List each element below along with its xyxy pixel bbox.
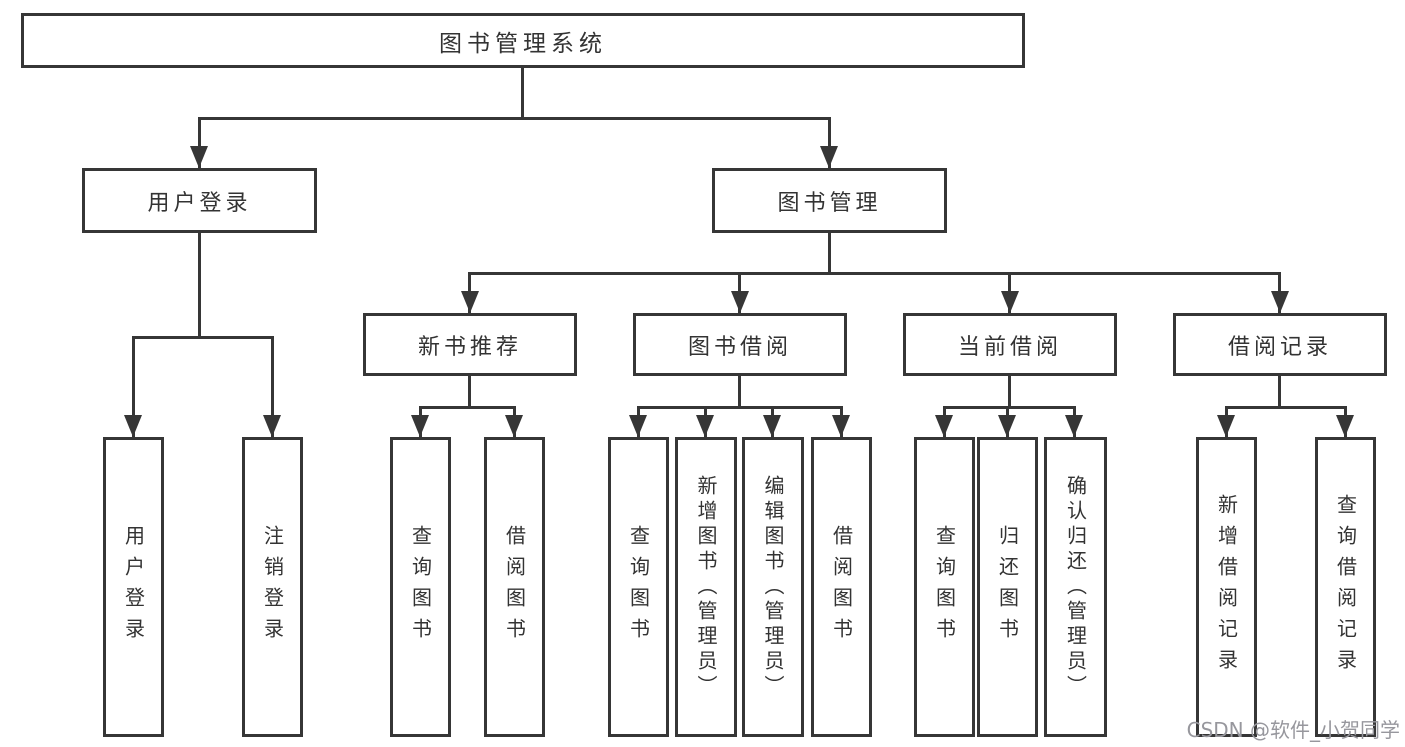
node-root-library-system: 图书管理系统: [21, 13, 1025, 68]
node-label: 查询图书: [408, 525, 433, 649]
node-label: 借阅图书: [829, 525, 854, 649]
arrow-down-icon: [505, 415, 523, 437]
node-leaf-query-book-recommend: 查询图书: [390, 437, 451, 737]
connector-line-user-login-stem: [198, 233, 201, 336]
node-leaf-query-borrow-record: 查询借阅记录: [1315, 437, 1376, 737]
node-leaf-user-login: 用户登录: [103, 437, 164, 737]
arrow-down-icon: [629, 415, 647, 437]
node-leaf-confirm-return-admin: 确认归还（管理员）: [1044, 437, 1107, 737]
node-book-management: 图书管理: [712, 168, 947, 233]
connector-line-drop-leaf-logout: [271, 336, 274, 437]
node-label: 查询借阅记录: [1333, 494, 1358, 680]
csdn-watermark: CSDN @软件_小贺同学: [1186, 718, 1400, 742]
arrow-down-icon: [935, 415, 953, 437]
node-label: 借阅图书: [502, 525, 527, 649]
node-leaf-edit-book-admin: 编辑图书（管理员）: [742, 437, 804, 737]
connector-line-book-borrow-branch: [637, 406, 843, 409]
connector-line-drop-leaf-user-login: [132, 336, 135, 437]
node-leaf-return-book: 归还图书: [977, 437, 1038, 737]
node-book-borrow: 图书借阅: [633, 313, 847, 376]
node-label: 当前借阅: [957, 334, 1062, 360]
node-leaf-query-book-borrow: 查询图书: [608, 437, 669, 737]
node-leaf-add-book-admin: 新增图书（管理员）: [675, 437, 737, 737]
arrow-down-icon: [1217, 415, 1235, 437]
arrow-down-icon: [820, 146, 838, 168]
node-leaf-add-borrow-record: 新增借阅记录: [1196, 437, 1257, 737]
connector-line-borrow-record-branch: [1225, 406, 1347, 409]
connector-line-new-book-recommend-stem: [468, 376, 471, 408]
node-leaf-query-book-current: 查询图书: [914, 437, 975, 737]
node-label: 查询图书: [626, 525, 651, 649]
node-label: 编辑图书（管理员）: [761, 474, 785, 700]
node-label: 注销登录: [260, 525, 285, 649]
node-borrow-record: 借阅记录: [1173, 313, 1387, 376]
node-new-book-recommend: 新书推荐: [363, 313, 577, 376]
node-label: 图书借阅: [687, 334, 792, 360]
connector-line-new-book-recommend-branch: [419, 406, 516, 409]
node-label: 查询图书: [932, 525, 957, 649]
connector-line-book-management-stem: [828, 233, 831, 272]
arrow-down-icon: [1271, 291, 1289, 313]
node-label: 图书管理: [777, 190, 882, 216]
connector-line-book-borrow-stem: [738, 376, 741, 408]
node-label: 归还图书: [995, 525, 1020, 649]
node-label: 新增借阅记录: [1214, 494, 1239, 680]
arrow-down-icon: [832, 415, 850, 437]
node-label: 图书管理系统: [439, 30, 607, 57]
connector-line-book-management-branch: [468, 272, 1281, 275]
arrow-down-icon: [461, 291, 479, 313]
connector-line-drop-user-login: [198, 117, 201, 168]
node-leaf-borrow-book: 借阅图书: [811, 437, 872, 737]
connector-line-borrow-record-stem: [1278, 376, 1281, 408]
node-leaf-logout: 注销登录: [242, 437, 303, 737]
node-label: 新增图书（管理员）: [694, 474, 718, 700]
arrow-down-icon: [190, 146, 208, 168]
arrow-down-icon: [411, 415, 429, 437]
connector-line-root-branch: [198, 117, 831, 120]
arrow-down-icon: [124, 415, 142, 437]
connector-line-user-login-branch: [132, 336, 274, 339]
node-leaf-borrow-book-recommend: 借阅图书: [484, 437, 545, 737]
arrow-down-icon: [1065, 415, 1083, 437]
arrow-down-icon: [763, 415, 781, 437]
arrow-down-icon: [263, 415, 281, 437]
connector-line-current-borrow-stem: [1008, 376, 1011, 408]
node-current-borrow: 当前借阅: [903, 313, 1117, 376]
node-label: 确认归还（管理员）: [1063, 474, 1088, 700]
node-label: 用户登录: [147, 190, 252, 216]
arrow-down-icon: [731, 291, 749, 313]
connector-line-root-stem: [521, 68, 524, 117]
arrow-down-icon: [696, 415, 714, 437]
arrow-down-icon: [1001, 291, 1019, 313]
connector-line-current-borrow-branch: [943, 406, 1076, 409]
node-label: 借阅记录: [1227, 334, 1332, 360]
arrow-down-icon: [998, 415, 1016, 437]
connector-line-drop-book-management: [828, 117, 831, 168]
arrow-down-icon: [1336, 415, 1354, 437]
node-user-login: 用户登录: [82, 168, 317, 233]
node-label: 用户登录: [121, 525, 146, 649]
node-label: 新书推荐: [417, 334, 522, 360]
